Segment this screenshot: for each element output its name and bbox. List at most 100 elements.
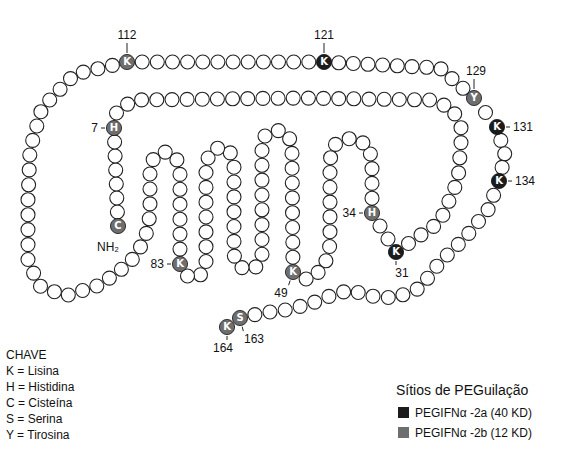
residue-letter: K <box>388 244 404 260</box>
residue-bead <box>173 242 187 256</box>
residue-fill <box>106 120 121 135</box>
residue-bead <box>255 158 269 172</box>
residue-bead <box>498 147 512 161</box>
residue-bead <box>255 173 269 187</box>
residue-bead <box>109 177 123 191</box>
leader-line <box>289 281 291 286</box>
residue-bead <box>34 105 48 119</box>
residue-fill <box>489 119 504 134</box>
residue-bead <box>201 151 215 165</box>
residue-bead <box>210 92 224 106</box>
residue-fill <box>172 256 187 271</box>
residue-bead <box>256 55 270 69</box>
residue-bead <box>226 55 240 69</box>
residue-letter: K <box>219 319 235 335</box>
callout-number: 34 <box>343 206 356 220</box>
key-entry: C = Cisteína <box>6 396 72 410</box>
residue-bead <box>287 55 301 69</box>
residue-bead <box>323 225 337 239</box>
residue-bead <box>227 190 241 204</box>
residue-bead <box>362 92 376 106</box>
residue-bead <box>53 82 67 96</box>
residue-bead <box>454 121 468 135</box>
leader-line <box>474 79 475 89</box>
residue-fill <box>119 54 134 69</box>
legend-title: Sítios de PEGuilação <box>396 382 528 399</box>
residue-fill <box>219 319 234 334</box>
residue-node: H <box>106 120 122 136</box>
residue-bead <box>241 92 255 106</box>
residue-bead <box>323 180 337 194</box>
residue-bead <box>332 56 346 70</box>
residue-bead <box>408 93 422 107</box>
residue-bead <box>181 55 195 69</box>
residue-bead <box>226 92 240 106</box>
residue-bead <box>285 176 299 190</box>
residue-bead <box>286 235 300 249</box>
leader-line <box>396 261 397 265</box>
residue-fill <box>316 54 331 69</box>
residue-bead <box>323 210 337 224</box>
residue-bead <box>356 136 370 150</box>
residue-bead <box>329 137 343 151</box>
residue-bead <box>227 175 241 189</box>
residue-bead <box>377 92 391 106</box>
residue-bead <box>323 240 337 254</box>
residue-node: H <box>364 205 380 221</box>
residue-node: K <box>119 54 135 70</box>
residue-bead <box>278 303 292 317</box>
residue-bead <box>414 228 428 242</box>
callout-number: 112 <box>117 28 136 42</box>
residue-bead <box>479 106 493 120</box>
residue-bead <box>453 151 467 165</box>
residue-bead <box>346 57 360 71</box>
residue-bead <box>249 260 263 274</box>
residue-node: K <box>285 264 301 280</box>
leader-line <box>167 264 171 265</box>
residue-bead <box>195 92 209 106</box>
residue-bead <box>227 205 241 219</box>
residue-bead <box>158 145 172 159</box>
residue-node: Y <box>466 90 482 106</box>
residue-bead <box>21 193 35 207</box>
residue-bead <box>108 135 122 149</box>
residue-bead <box>180 92 194 106</box>
residue-bead <box>256 91 270 105</box>
legend-text: PEGIFNα -2b (12 KD) <box>415 426 532 440</box>
residue-bead <box>108 149 122 163</box>
residue-node: C <box>110 218 126 234</box>
callout-number: NH₂ <box>97 240 119 254</box>
residue-bead <box>114 262 128 276</box>
residue-bead <box>271 124 285 138</box>
callout-number: 163 <box>244 332 264 346</box>
residue-bead <box>293 299 307 313</box>
residue-fill <box>110 218 125 233</box>
residue-bead <box>173 227 187 241</box>
residue-bead <box>381 232 395 246</box>
residue-bead <box>173 167 187 181</box>
legend-swatch <box>398 427 409 438</box>
leader-line <box>101 128 105 129</box>
callout-number: 83 <box>151 257 164 271</box>
residue-letter: K <box>119 54 135 70</box>
residue-bead <box>423 93 437 107</box>
residue-bead <box>255 144 269 158</box>
residue-bead <box>494 133 508 147</box>
residue-bead <box>495 160 509 174</box>
residue-bead <box>392 93 406 107</box>
residue-bead <box>134 240 148 254</box>
residue-bead <box>324 151 338 165</box>
residue-bead <box>30 119 44 133</box>
residue-bead <box>448 180 462 194</box>
residue-bead <box>308 295 322 309</box>
residue-letter: H <box>364 205 380 221</box>
residue-fill <box>491 173 506 188</box>
residue-bead <box>248 308 262 322</box>
residue-bead <box>347 92 361 106</box>
residue-fill <box>285 264 300 279</box>
residue-bead <box>121 97 135 111</box>
residue-bead <box>299 272 313 286</box>
residue-bead <box>199 255 213 269</box>
residue-bead <box>241 55 255 69</box>
key-title: CHAVE <box>6 348 46 362</box>
